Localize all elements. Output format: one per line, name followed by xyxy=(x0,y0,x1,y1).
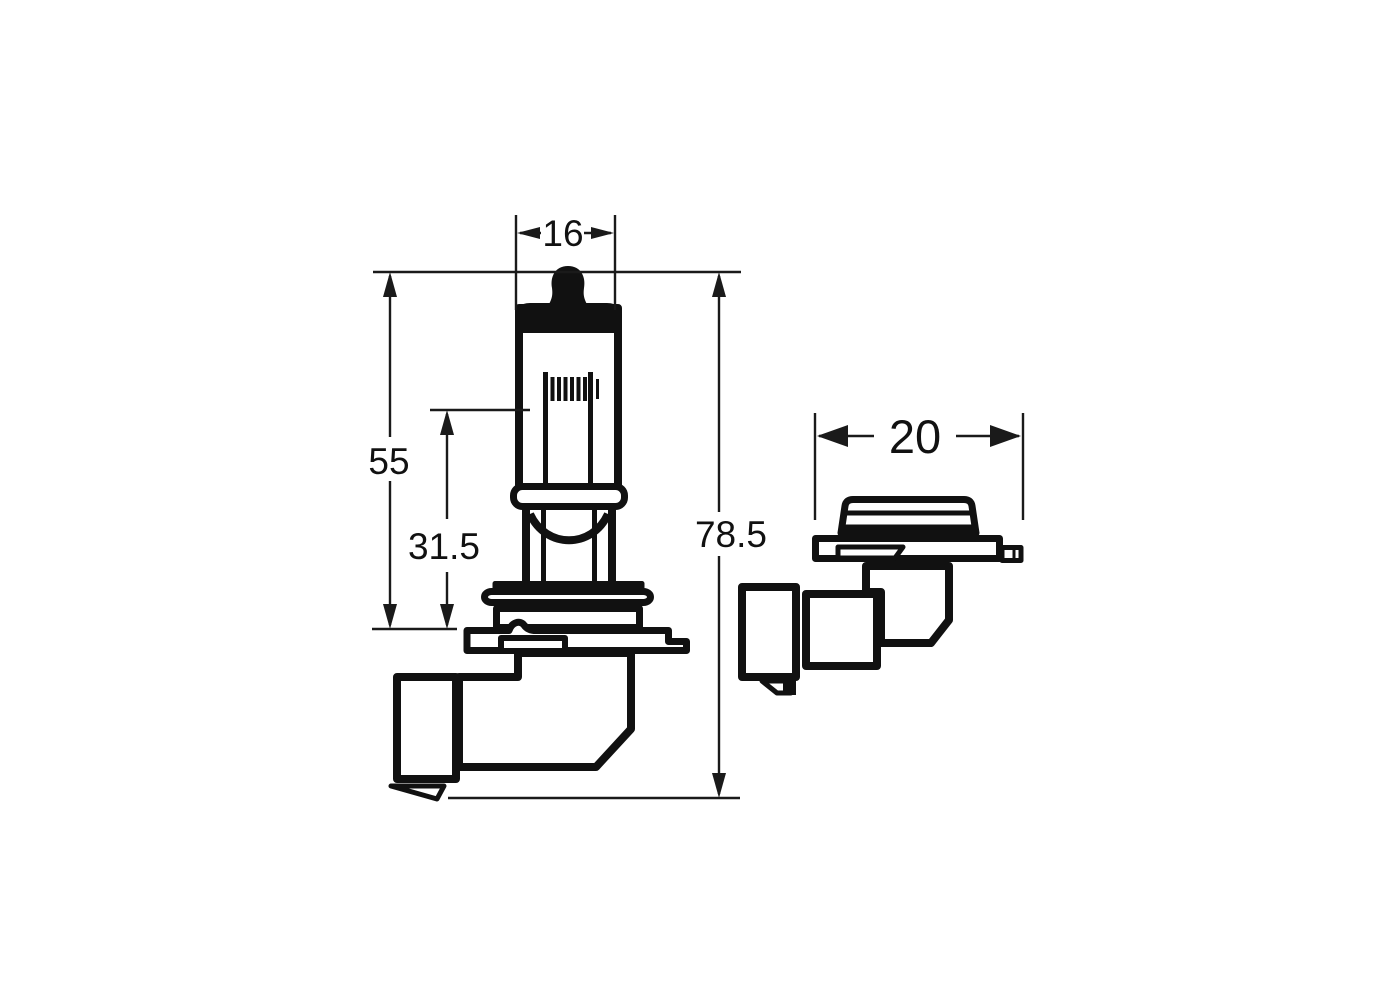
dimension-55: 55 xyxy=(368,272,410,629)
side-plug xyxy=(738,583,800,681)
clamp-ring xyxy=(510,483,628,510)
arrow-left-icon xyxy=(817,425,848,447)
arrow-down-icon xyxy=(440,604,454,629)
dimension-31-5: 31.5 xyxy=(408,410,480,629)
arrow-down-icon xyxy=(712,773,726,798)
arrow-up-icon xyxy=(712,272,726,297)
arrow-up-icon xyxy=(440,410,454,435)
arrow-right-icon xyxy=(591,227,614,239)
side-view xyxy=(738,496,1024,696)
side-plate-slot xyxy=(835,544,906,561)
dimension-label-20: 20 xyxy=(889,410,941,463)
side-plug-latch-block xyxy=(783,676,796,695)
dimension-label-55: 55 xyxy=(368,441,409,482)
dimension-label-78-5: 78.5 xyxy=(695,514,767,555)
dimension-16: 16 xyxy=(517,213,614,254)
connector-housing xyxy=(455,649,635,771)
arrow-up-icon xyxy=(383,272,397,297)
arrow-down-icon xyxy=(383,604,397,629)
side-plate-tab xyxy=(999,545,1024,563)
dimension-label-16: 16 xyxy=(542,213,583,254)
side-housing-front xyxy=(802,590,881,670)
flange-washer xyxy=(492,581,645,591)
arrow-right-icon xyxy=(990,425,1021,447)
bulb-tip xyxy=(545,266,591,311)
glass-tube xyxy=(515,304,622,509)
dimension-78-5: 78.5 xyxy=(695,272,767,798)
neck-arc xyxy=(526,512,612,545)
dimension-annotations: 16 55 31.5 78.5 xyxy=(368,213,1025,800)
neck xyxy=(522,507,616,584)
arrow-left-icon xyxy=(517,227,540,239)
filament-coil xyxy=(550,377,599,401)
dimension-label-31-5: 31.5 xyxy=(408,526,480,567)
front-view xyxy=(388,266,690,802)
dimension-20: 20 xyxy=(817,410,1021,463)
side-housing-rear xyxy=(862,562,953,647)
plug-latch xyxy=(388,783,447,802)
connector-plug xyxy=(393,673,460,783)
o-ring xyxy=(481,588,654,606)
bulb-shoulder xyxy=(515,303,622,333)
